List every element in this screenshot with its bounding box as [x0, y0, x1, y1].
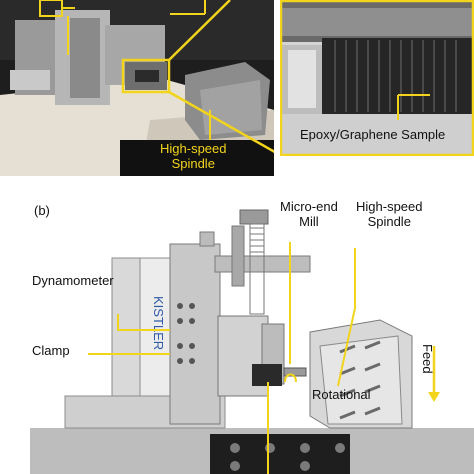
setup-photo-drawing: [0, 0, 274, 176]
kistler-brand-text: KISTLER: [151, 296, 166, 350]
setup-schematic: KISTLER: [30, 209, 474, 474]
setup-photo: High-speed Spindle: [0, 0, 274, 176]
sample-label: Epoxy/Graphene Sample: [300, 127, 446, 142]
feed-label: Feed: [420, 344, 435, 374]
high-speed-spindle-label: High-speed Spindle: [356, 199, 423, 229]
machining-setup-diagram: KISTLER (b) Micro-end Mill High-speed Sp…: [0, 196, 474, 474]
micro-end-mill-label: Micro-end Mill: [280, 199, 338, 229]
panel-label-b: (b): [34, 203, 50, 218]
sample-zoom-drawing: [280, 0, 474, 156]
clamp-label: Clamp: [32, 343, 70, 358]
rotational-label: Rotational: [312, 387, 371, 402]
spindle-label: High-speed Spindle: [160, 141, 227, 171]
dynamometer-label: Dynamometer: [32, 273, 114, 288]
sample-zoom-photo: Epoxy/Graphene Sample: [280, 0, 474, 156]
